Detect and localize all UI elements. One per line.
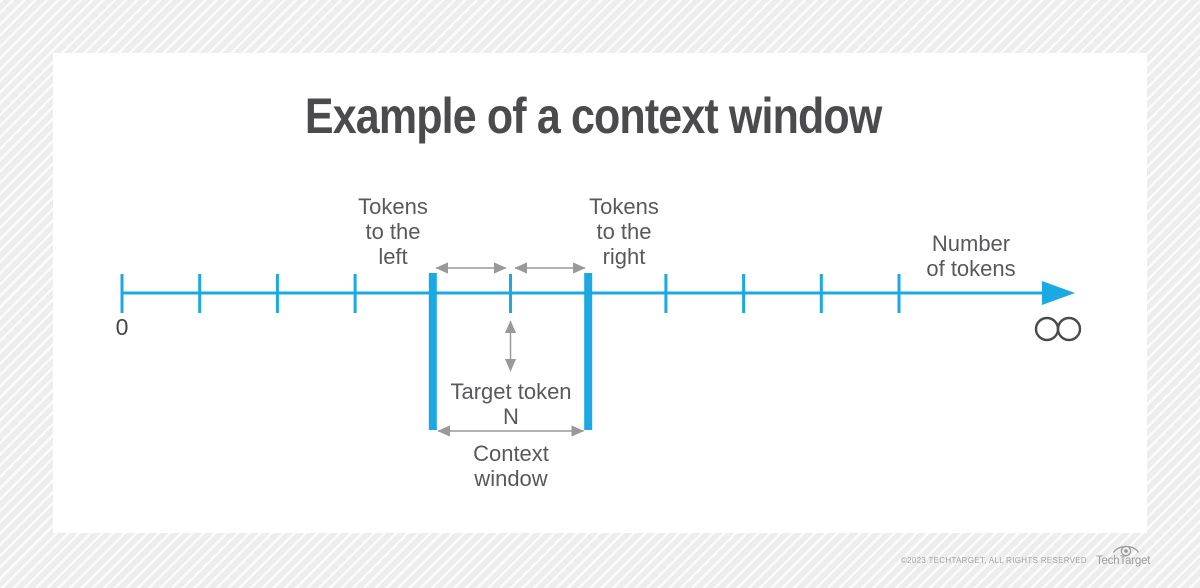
techtarget-logo-text: TechTarget [1096,555,1151,567]
arrow-right-icon [1042,281,1075,305]
context-window-right-bar [584,273,593,430]
axis-zero-label: 0 [115,314,129,340]
tokens-right-label: Tokens to the right [589,194,659,269]
context-window-label: Context window [473,441,549,491]
number-of-tokens-label: Number of tokens [926,231,1016,281]
infinity-icon [1034,316,1082,342]
context-window-left-bar [428,273,437,430]
page-title-text: Example of a context window [304,88,882,144]
tokens-left-label: Tokens to the left [358,194,428,269]
copyright-text: ©2023 TECHTARGET, ALL RIGHTS RESERVED [900,556,1087,565]
eye-icon [1113,545,1139,557]
span-arrows [435,262,586,437]
tick-marks [120,274,901,313]
target-token-label: Target token N [450,379,572,429]
page-title: Example of a context window [53,91,1133,141]
